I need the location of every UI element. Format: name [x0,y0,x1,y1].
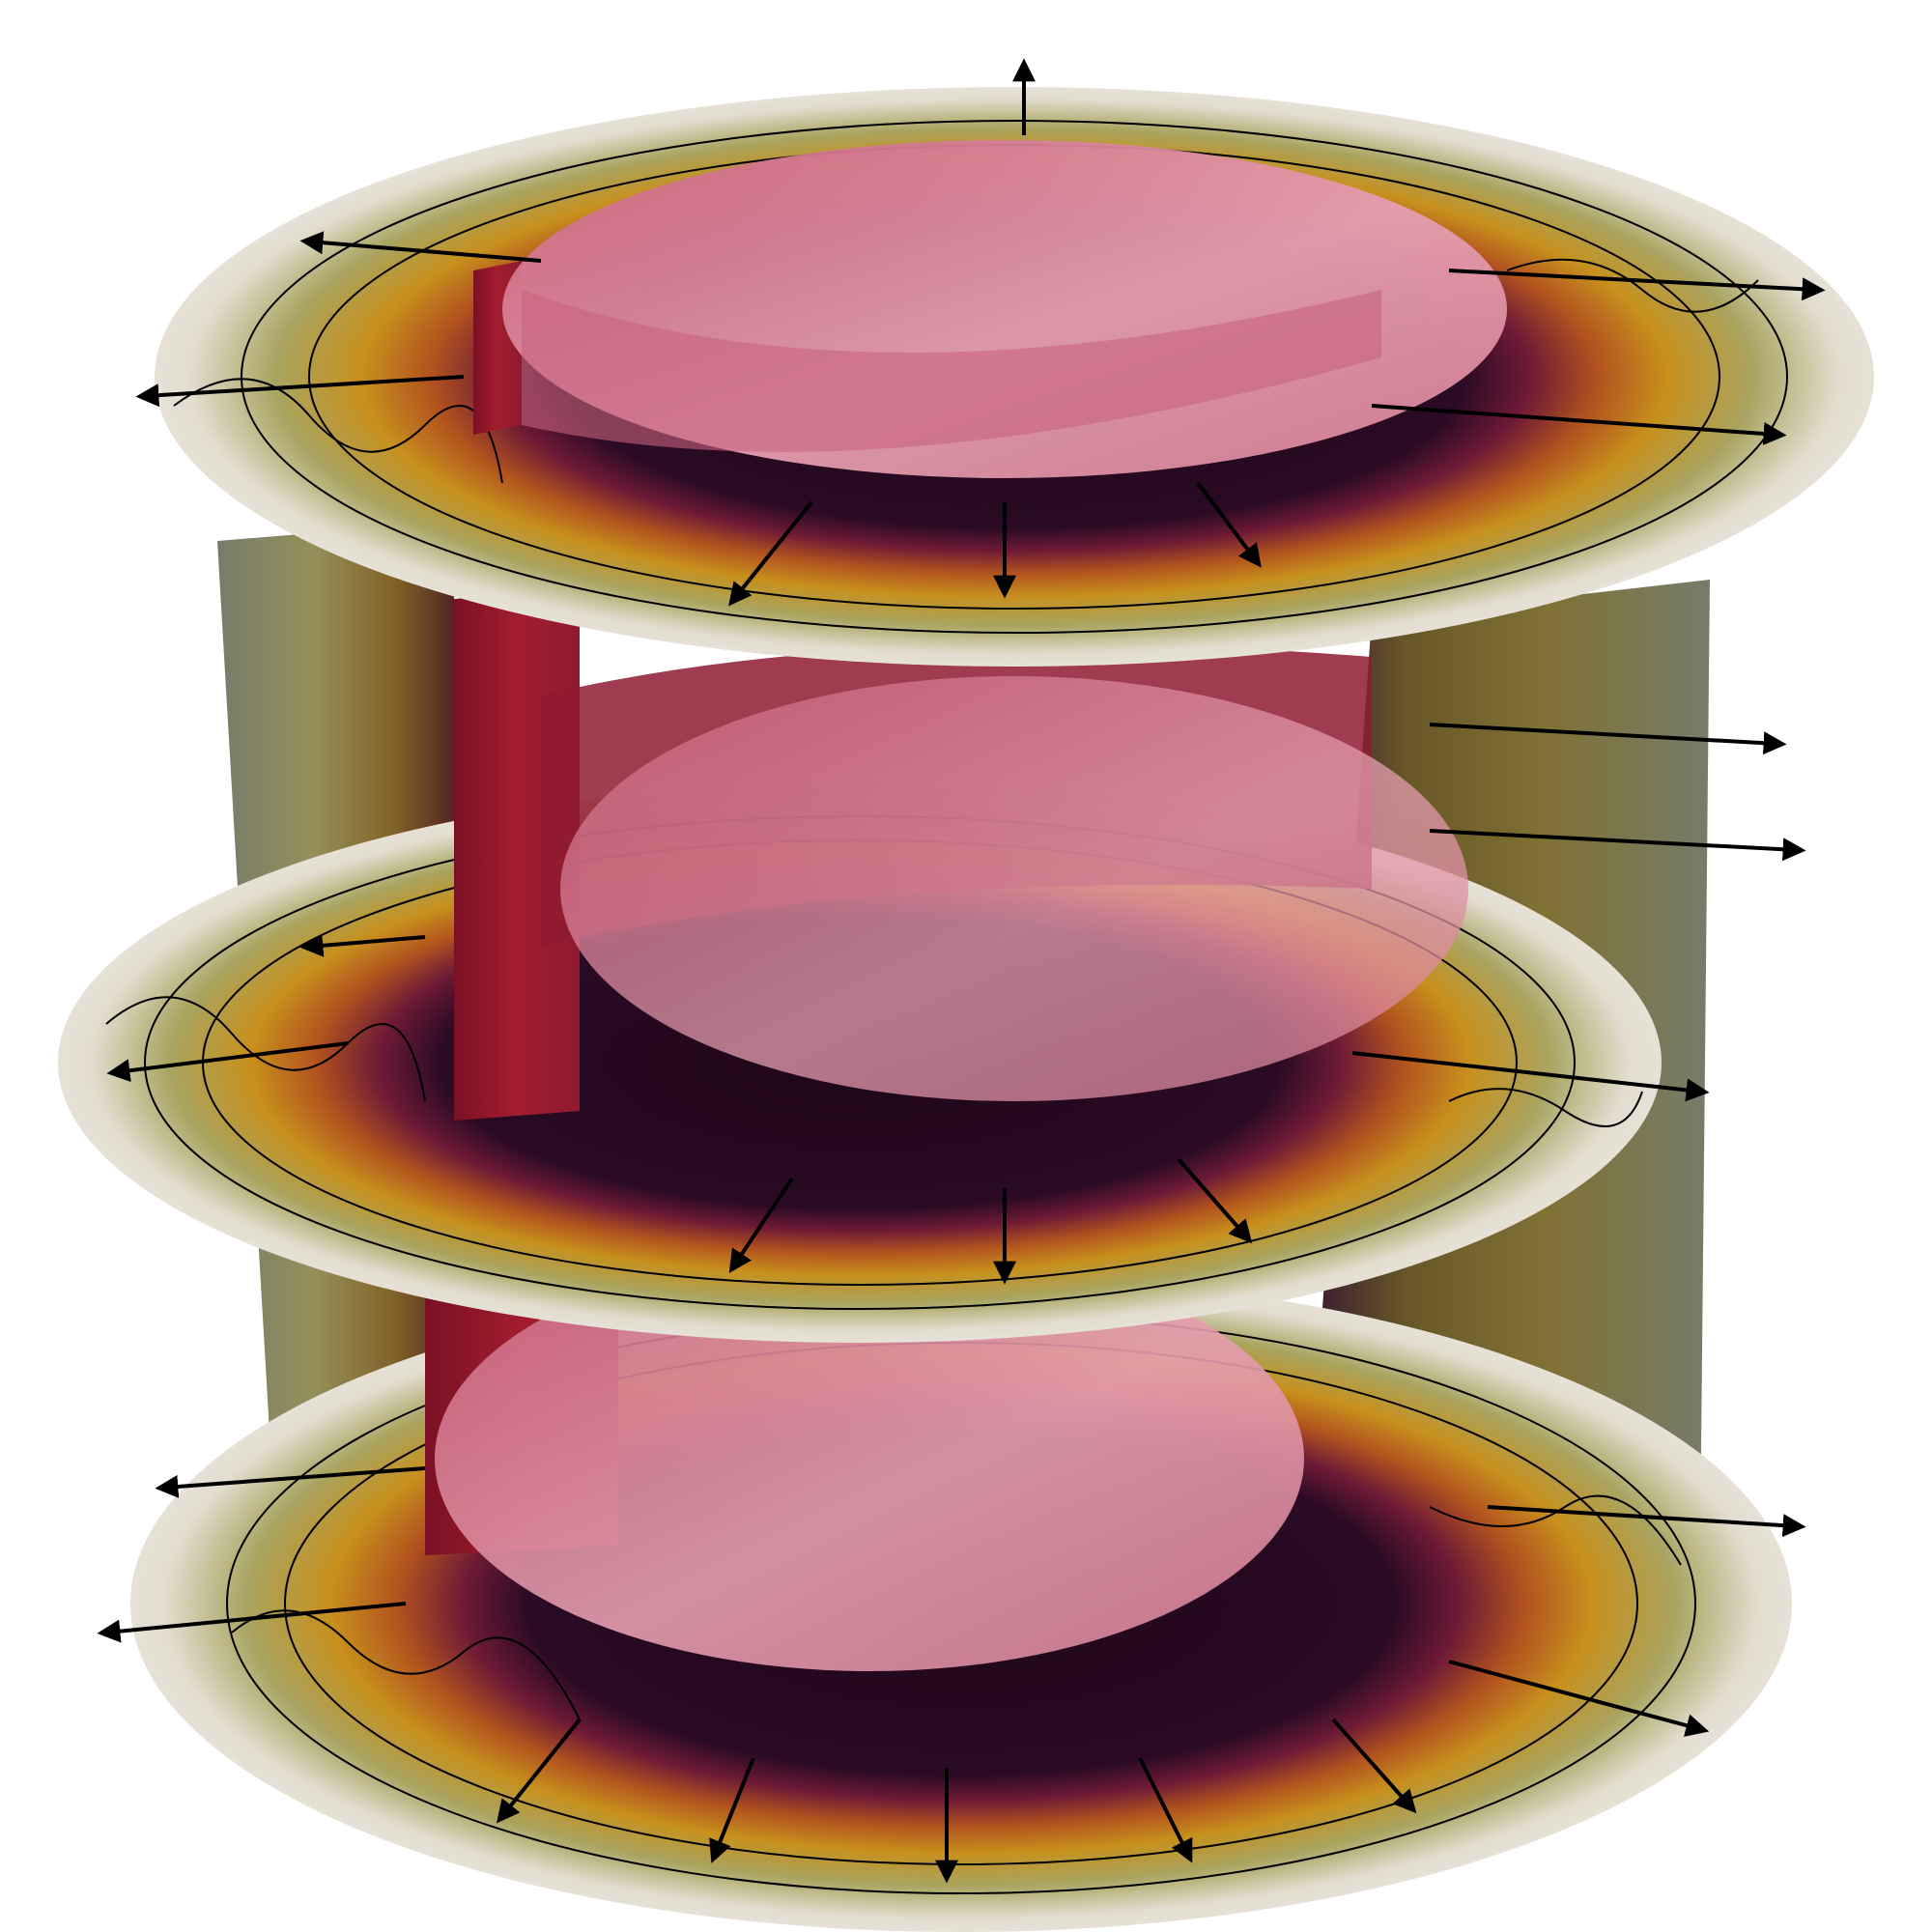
arrow-glyph [1138,1757,1193,1863]
arrow-glyph [1371,404,1787,445]
cylinder-cap-middle [560,676,1468,1101]
arrow-glyph [1196,481,1262,568]
contour-lines [173,120,1788,634]
arrow-glyph [1429,829,1806,862]
arrow-glyph [728,1177,794,1273]
arrow-glyph [299,933,426,957]
cylinder-cap-bottom [435,1246,1304,1671]
arrow-glyph [1351,1051,1710,1102]
arrow-glyph [1177,1157,1253,1244]
inner-cylinder-middle [454,589,1468,1121]
arrow-glyph [709,1757,755,1863]
arrow-glyph [728,500,813,607]
arrow-glyph [155,1466,426,1498]
inner-cylinder-bottom [425,1246,1304,1671]
arrow-glyph [97,1602,407,1643]
arrow-glyph [135,375,465,408]
inner-cylinder-top [473,140,1507,478]
arrow-glyph [106,1041,349,1083]
arrow-glyph [1487,1505,1806,1538]
arrow-glyph [1331,1718,1417,1814]
arrow-glyph [1448,1660,1710,1737]
arrow-glyph [1448,269,1826,301]
arrow-glyph [299,231,542,263]
arrow-glyph-layer [97,58,1826,1884]
arrow-glyph [497,1718,582,1824]
arrow-glyph [1429,723,1787,755]
